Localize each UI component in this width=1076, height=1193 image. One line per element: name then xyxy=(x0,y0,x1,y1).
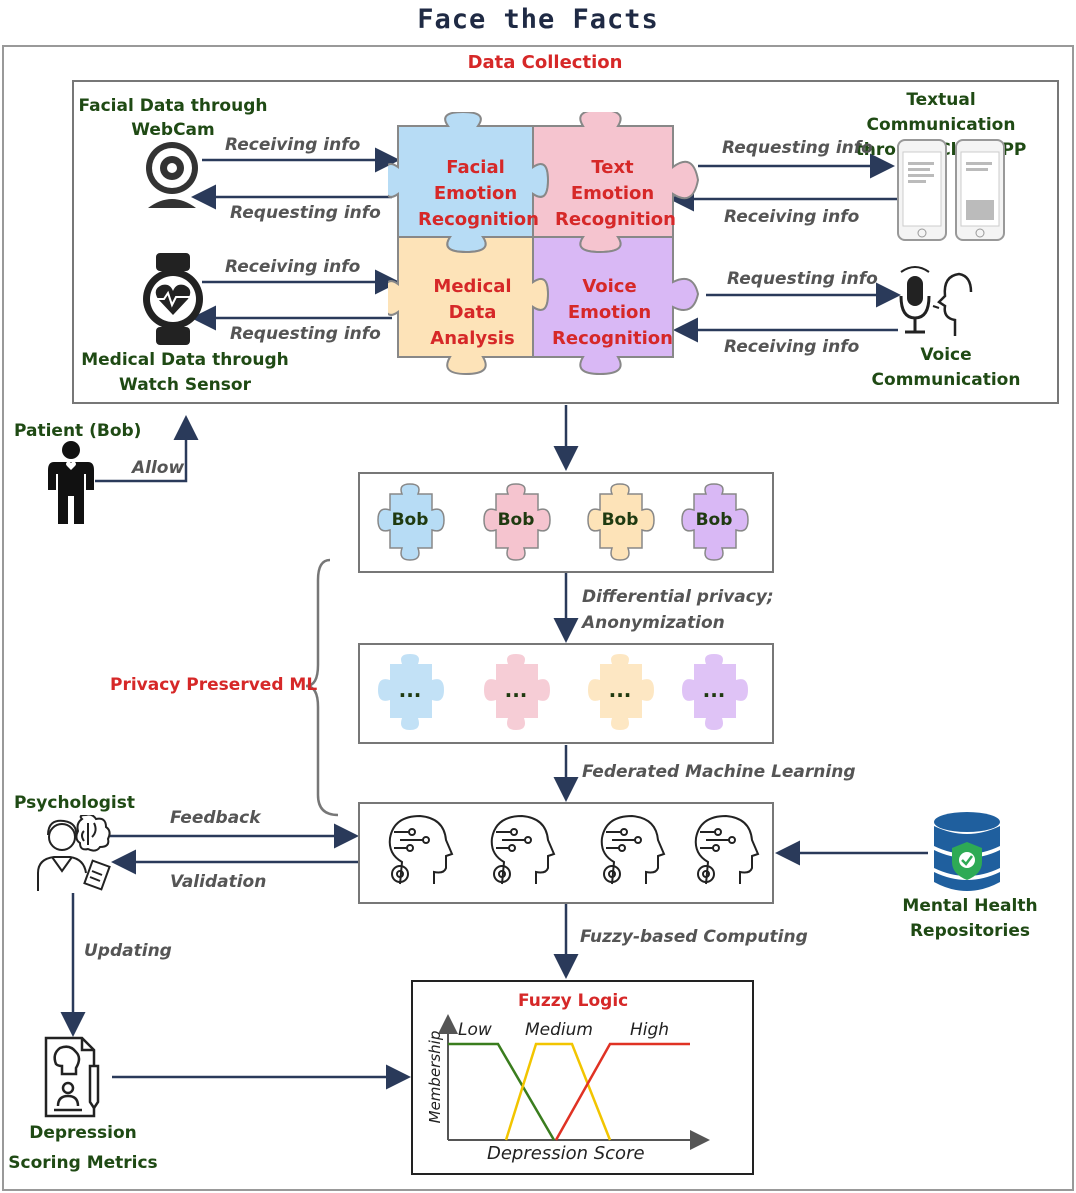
validation-label: Validation xyxy=(170,872,267,892)
fuzzy-high-label: High xyxy=(630,1020,670,1040)
puzzle-medical-label: Medical Data Analysis xyxy=(430,276,515,349)
fuzzy-medium-line xyxy=(504,1042,612,1141)
federated-step-label: Federated Machine Learning xyxy=(582,762,856,782)
fuzzy-high-line xyxy=(554,1042,690,1141)
webcam-in-label: Receiving info xyxy=(225,135,361,155)
depression-metrics-label: Depression Scoring Metrics xyxy=(8,1123,158,1173)
anon-box xyxy=(358,643,774,744)
watch-in-label: Receiving info xyxy=(225,257,361,277)
anon-pieces: ............ xyxy=(378,654,748,730)
webcam-icon xyxy=(146,142,198,208)
ai-head-icon xyxy=(388,814,454,885)
webcam-label: Facial Data through WebCam xyxy=(78,96,268,140)
watch-label: Medical Data through Watch Sensor xyxy=(81,350,289,395)
ml-box xyxy=(358,802,774,904)
voice-icon xyxy=(899,266,973,336)
patient-label: Patient (Bob) xyxy=(14,421,142,441)
document-icon xyxy=(44,1036,100,1118)
puzzle-voice xyxy=(532,236,700,376)
phone-icon xyxy=(897,139,1005,241)
bob-piece-label: Bob xyxy=(392,510,429,530)
anon-piece-label: ... xyxy=(609,678,632,702)
puzzle-cluster xyxy=(388,112,700,376)
updating-label: Updating xyxy=(84,941,172,961)
bob-box xyxy=(358,472,774,573)
chat-out-label: Requesting info xyxy=(722,138,873,158)
fuzzy-low-label: Low xyxy=(458,1020,492,1040)
fuzzy-chart xyxy=(438,1014,710,1150)
fuzzy-low-line xyxy=(448,1042,556,1141)
watch-icon xyxy=(143,253,203,345)
ml-heads xyxy=(388,814,760,885)
fuzzy-step-label: Fuzzy-based Computing xyxy=(580,927,808,947)
ai-head-icon xyxy=(490,814,556,885)
data-collection-heading: Data Collection xyxy=(467,52,623,73)
fuzzy-xlabel: Depression Score xyxy=(487,1143,645,1164)
database-icon xyxy=(934,812,1000,891)
anon-piece xyxy=(588,654,654,730)
privacy-step-label: Differential privacy; Anonymization xyxy=(582,587,774,633)
fuzzy-ylabel: Membership xyxy=(426,1030,444,1124)
bob-piece xyxy=(483,483,551,561)
anon-piece xyxy=(484,654,550,730)
anon-piece xyxy=(682,654,748,730)
webcam-out-label: Requesting info xyxy=(230,203,381,223)
allow-arrow xyxy=(95,415,199,483)
voice-out-label: Requesting info xyxy=(727,269,878,289)
bob-piece xyxy=(587,483,655,561)
ai-head-icon xyxy=(600,814,666,885)
page-title: Face the Facts xyxy=(417,4,659,35)
bob-piece-label: Bob xyxy=(696,510,733,530)
puzzle-voice-label: Voice Emotion Recognition xyxy=(552,276,673,349)
bob-piece-label: Bob xyxy=(602,510,639,530)
voice-label: Voice Communication xyxy=(871,345,1021,390)
psychologist-icon xyxy=(37,815,111,891)
puzzle-facial-label: Facial Emotion Recognition xyxy=(418,157,539,230)
fuzzy-title: Fuzzy Logic xyxy=(518,991,629,1011)
repositories-label: Mental Health Repositories xyxy=(902,896,1038,941)
bob-piece xyxy=(681,483,749,561)
privacy-ml-label: Privacy Preserved ML xyxy=(110,675,318,695)
patient-icon xyxy=(48,441,94,524)
watch-out-label: Requesting info xyxy=(230,324,381,344)
chat-in-label: Receiving info xyxy=(724,207,860,227)
bob-piece-label: Bob xyxy=(498,510,535,530)
allow-label: Allow xyxy=(132,458,185,478)
psychologist-label: Psychologist xyxy=(14,793,135,813)
puzzle-text-label: Text Emotion Recognition xyxy=(555,157,676,230)
fuzzy-box xyxy=(411,980,754,1175)
outer-frame xyxy=(2,45,1074,1191)
fuzzy-medium-label: Medium xyxy=(525,1020,593,1040)
bob-pieces: Bob Bob Bob Bob xyxy=(377,483,749,561)
feedback-label: Feedback xyxy=(170,808,261,828)
bob-piece xyxy=(377,483,445,561)
anon-piece-label: ... xyxy=(703,678,726,702)
anon-piece xyxy=(378,654,444,730)
anon-piece-label: ... xyxy=(505,678,528,702)
voice-in-label: Receiving info xyxy=(724,337,860,357)
anon-piece-label: ... xyxy=(399,678,422,702)
ai-head-icon xyxy=(694,814,760,885)
data-collection-box xyxy=(72,80,1059,404)
privacy-brace xyxy=(305,558,339,817)
